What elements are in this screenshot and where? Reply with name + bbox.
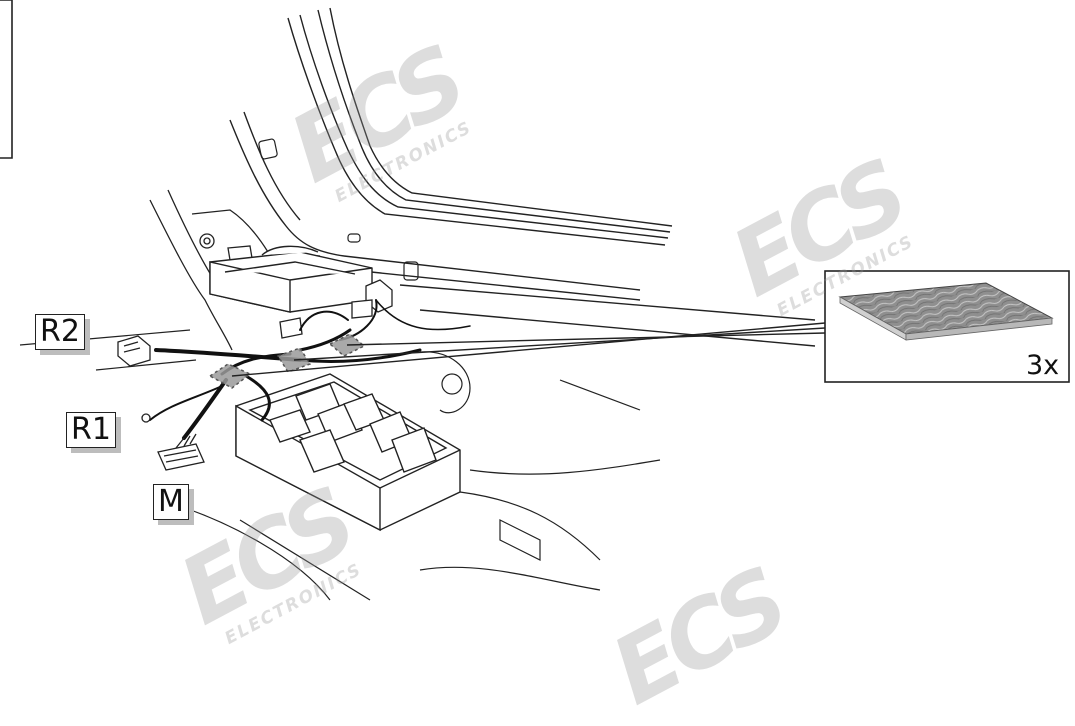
installation-diagram [0, 0, 1070, 601]
frame-edge [0, 0, 13, 159]
connector-r1 [141, 413, 151, 423]
floor-lines [19, 329, 661, 601]
connector-r2 [117, 335, 151, 367]
upper-connector [279, 279, 393, 339]
quantity-label: 3x [1026, 350, 1060, 381]
label-m: M [153, 484, 189, 520]
label-r1: R1 [66, 412, 116, 448]
pad-position-1 [208, 363, 252, 389]
connector-m [157, 433, 205, 471]
leader-lines [231, 322, 826, 377]
label-r2: R2 [35, 314, 85, 350]
fuse-box [235, 373, 461, 532]
frame-clip [258, 138, 278, 160]
frame-clip [403, 261, 419, 281]
control-module [209, 245, 373, 313]
adhesive-pad-icon [838, 282, 1054, 341]
frame-clip [347, 233, 361, 243]
door-frame [229, 7, 816, 347]
